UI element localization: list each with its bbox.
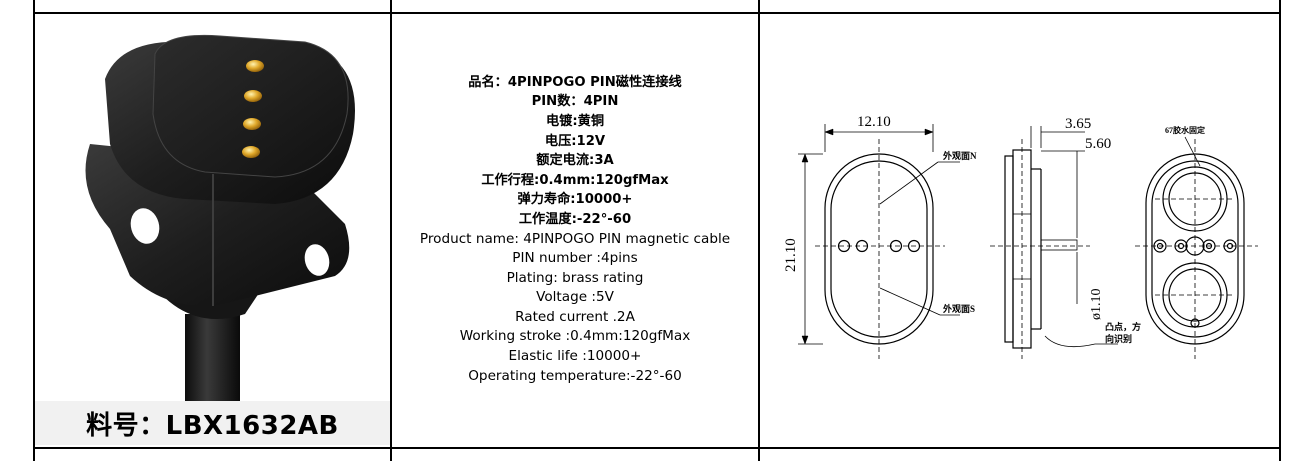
spec-en-elastic-life: Elastic life :10000+ — [508, 348, 642, 365]
dim-height-label: 21.10 — [783, 238, 799, 272]
product-photo-cell: 料号：LBX1632AB — [35, 14, 390, 445]
dim-width-label: 12.10 — [857, 114, 891, 130]
table-divider-2 — [758, 0, 760, 461]
table-row-top-border — [33, 12, 1280, 14]
table-border-left — [33, 0, 35, 461]
table-row-bottom-border — [33, 447, 1280, 449]
spec-en-rated-current: Rated current .2A — [515, 308, 635, 325]
front-pin-4 — [907, 239, 921, 253]
table-border-right — [1279, 0, 1281, 461]
front-pin-2 — [855, 239, 869, 253]
front-view-inner-outline — [830, 160, 928, 338]
part-number-label: 料号：LBX1632AB — [35, 401, 390, 445]
spec-en-product-name: Product name: 4PINPOGO PIN magnetic cabl… — [419, 230, 731, 247]
front-pin-3 — [889, 239, 903, 253]
spec-cn-voltage: 电压:12V — [544, 133, 606, 149]
spec-en-plating: Plating: brass rating — [506, 269, 644, 286]
spec-cn-operating-temp: 工作温度:-22°-60 — [518, 211, 632, 227]
dim-side-1-label: 3.65 — [1065, 116, 1091, 132]
dim-diameter-label: ø1.10 — [1089, 289, 1104, 321]
specifications-cell: 品名：4PINPOGO PIN磁性连接线 PIN数：4PIN 电镀:黄铜 电压:… — [392, 14, 758, 445]
glue-note-label: 67胶水固定 — [1165, 125, 1205, 135]
spec-cn-plating: 电镀:黄铜 — [545, 113, 605, 129]
spec-en-voltage: Voltage :5V — [536, 289, 614, 306]
connector-render-image — [85, 34, 355, 409]
spec-cn-product-name: 品名：4PINPOGO PIN磁性连接线 — [468, 74, 682, 90]
spec-cn-pin-count: PIN数：4PIN — [531, 94, 619, 110]
bump-note-label-2: 向识别 — [1105, 333, 1132, 344]
table-divider-1 — [390, 0, 392, 461]
spec-en-pin-number: PIN number :4pins — [512, 250, 638, 267]
spec-en-working-stroke: Working stroke :0.4mm:120gfMax — [459, 328, 691, 345]
bump-note-label: 凸点，方 — [1105, 321, 1141, 332]
spec-cn-rated-current: 额定电流:3A — [536, 153, 614, 169]
technical-drawing-cell: 12.10 21.10 3.65 5.60 ø1.10 外观面N 外观面S 67… — [760, 14, 1278, 445]
dim-side-2-label: 5.60 — [1085, 136, 1111, 152]
face-s-label: 外观面S — [942, 303, 975, 314]
spec-cn-working-stroke: 工作行程:0.4mm:120gfMax — [481, 172, 669, 188]
spec-cn-elastic-life: 弹力寿命:10000+ — [517, 192, 633, 208]
face-n-label: 外观面N — [942, 150, 977, 161]
front-pin-1 — [837, 239, 851, 253]
spec-en-operating-temp: Operating temperature:-22°-60 — [468, 367, 682, 384]
dimension-drawing: 12.10 21.10 3.65 5.60 ø1.10 外观面N 外观面S 67… — [783, 114, 1258, 359]
